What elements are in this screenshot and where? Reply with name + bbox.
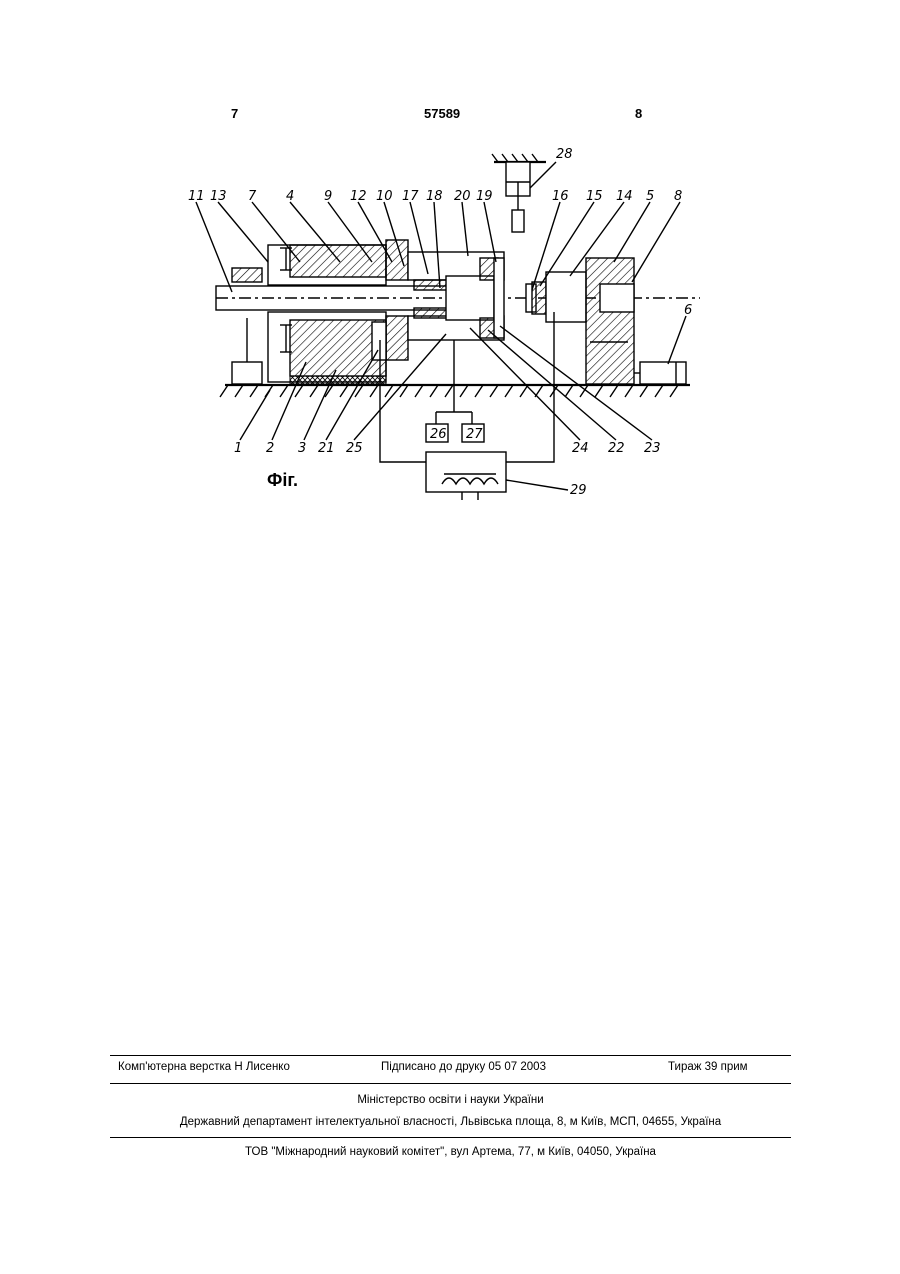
label-6: 6	[684, 303, 692, 318]
footer-department: Державний департамент інтелектуальної вл…	[110, 1116, 791, 1128]
label-15: 15	[586, 189, 603, 204]
label-8: 8	[674, 189, 682, 204]
die-14	[546, 272, 586, 322]
footer-ministry: Міністерство освіти і науки України	[110, 1094, 791, 1106]
label-13: 13	[210, 189, 227, 204]
label-18: 18	[426, 189, 443, 204]
label-9: 9	[324, 189, 332, 204]
label-7: 7	[248, 189, 257, 204]
label-23: 23	[644, 441, 661, 456]
label-29: 29	[570, 483, 587, 498]
right-block	[586, 258, 634, 384]
footer-rule-top	[110, 1055, 791, 1056]
label-17: 17	[402, 189, 419, 204]
label-14: 14	[616, 189, 633, 204]
clamp-11	[232, 268, 262, 282]
footer-print-run: Тираж 39 прим	[668, 1061, 748, 1073]
cylinder-6	[640, 362, 686, 384]
label-10: 10	[376, 189, 393, 204]
left-support	[232, 362, 262, 384]
footer-signed: Підписано до друку 05 07 2003	[381, 1061, 546, 1073]
label-27: 27	[466, 427, 483, 442]
label-3: 3	[298, 441, 306, 456]
label-26: 26	[430, 427, 447, 442]
label-24: 24	[572, 441, 589, 456]
footer-rule-middle	[110, 1083, 791, 1084]
label-2: 2	[266, 441, 274, 456]
punch	[446, 276, 494, 320]
footer-typesetting: Комп'ютерна верстка Н Лисенко	[118, 1061, 290, 1073]
label-19: 19	[476, 189, 493, 204]
figure-caption: Фіг.	[267, 470, 298, 491]
label-28: 28	[556, 147, 573, 162]
technical-drawing: 11 13 7 4 9 12 10 17 18 20 19 16 15 14 5…	[0, 0, 900, 520]
transformer-29	[426, 452, 506, 492]
label-12: 12	[350, 189, 367, 204]
label-4: 4	[286, 189, 294, 204]
label-16: 16	[552, 189, 569, 204]
cylinder-28	[512, 210, 524, 232]
label-11: 11	[188, 189, 205, 204]
label-5: 5	[646, 189, 654, 204]
label-1: 1	[234, 441, 242, 456]
footer-rule-bottom	[110, 1137, 791, 1138]
label-20: 20	[454, 189, 471, 204]
label-22: 22	[608, 441, 625, 456]
label-21: 21	[318, 441, 335, 456]
label-25: 25	[346, 441, 363, 456]
footer-publisher: ТОВ "Міжнародний науковий комітет", вул …	[110, 1146, 791, 1158]
ground-hatching	[220, 385, 678, 397]
